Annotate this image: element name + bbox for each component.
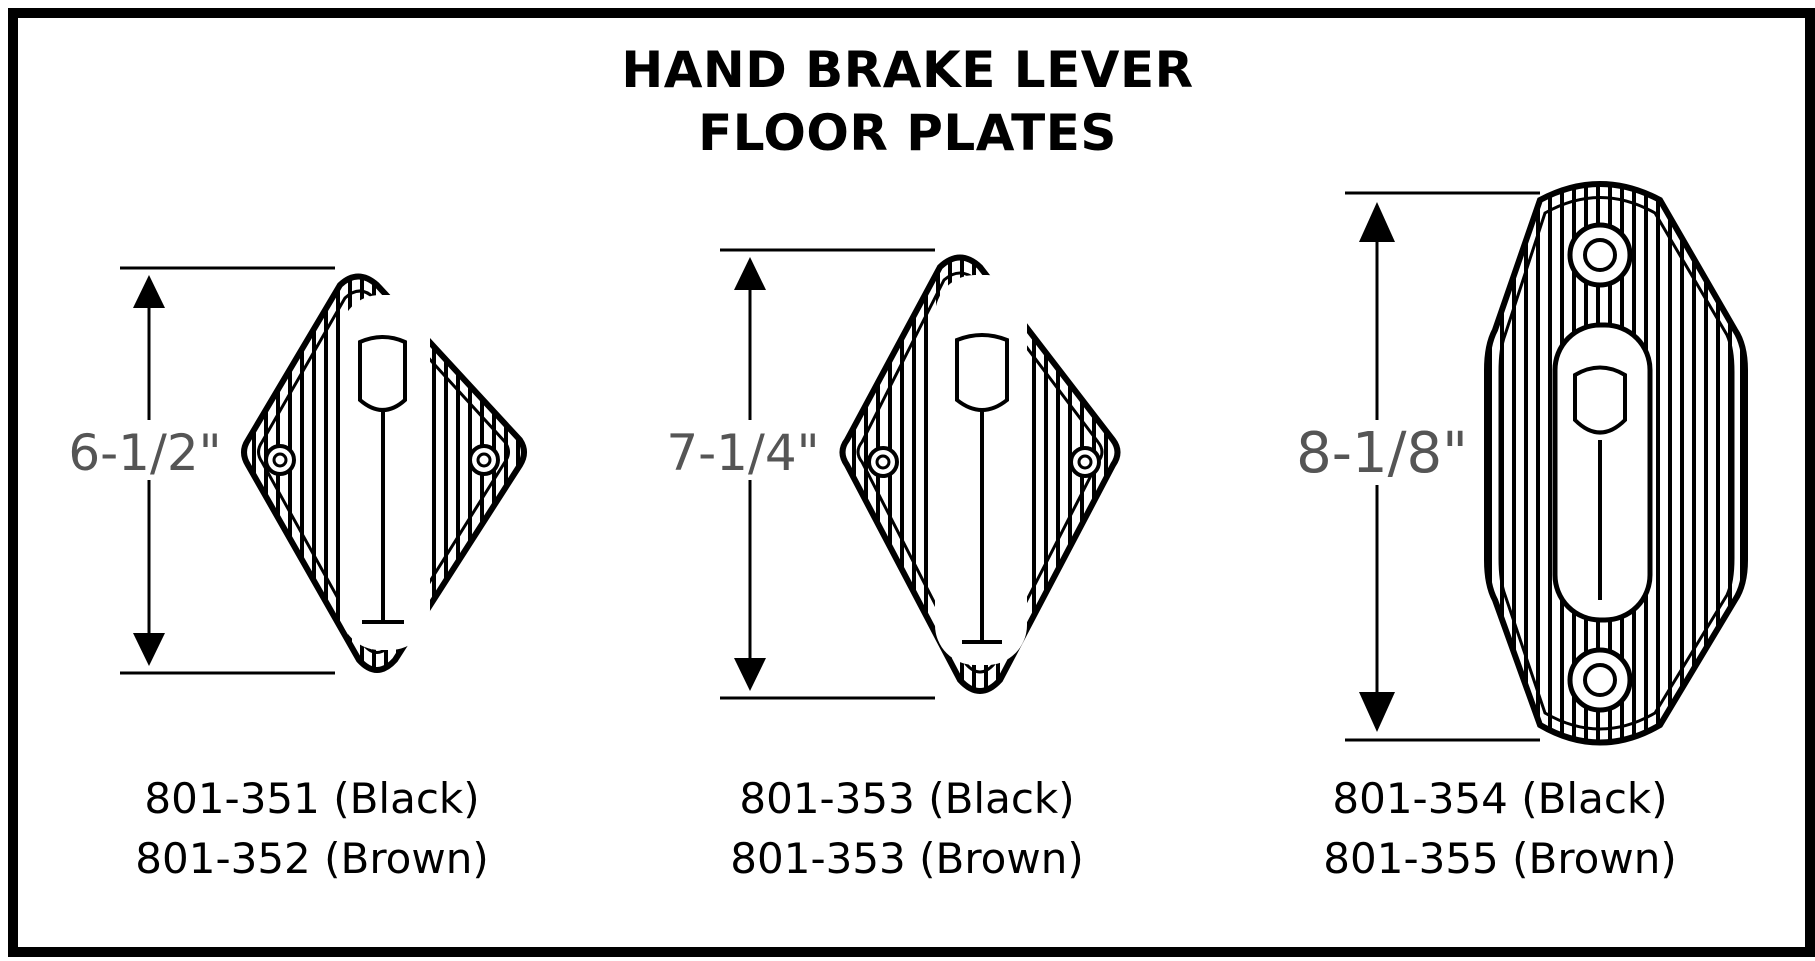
plate-1-dimension-label: 6-1/2" (68, 424, 221, 482)
plate-1-black-part-number: 801-351 (Black) (144, 774, 480, 823)
plate-1-brown-part-number: 801-352 (Brown) (135, 834, 489, 883)
plate-1-dimension-line: 6-1/2" (68, 266, 335, 675)
plate-2-dimension-label: 7-1/4" (666, 424, 819, 482)
plate-3-drawing: 8-1/8" (1290, 181, 1748, 746)
plate-3-black-part-number: 801-354 (Black) (1332, 774, 1668, 823)
plate-3-dimension-line: 8-1/8" (1290, 191, 1540, 742)
plate-3-brown-part-number: 801-355 (Brown) (1323, 834, 1677, 883)
plate-2-black-part-number: 801-353 (Black) (739, 774, 1075, 823)
plate-1-drawing: 6-1/2" (68, 266, 527, 675)
plate-2-drawing: 7-1/4" (666, 248, 1121, 700)
plate-2-dimension-line: 7-1/4" (666, 248, 935, 700)
title-line-1: HAND BRAKE LEVER (621, 41, 1194, 99)
plate-2-brown-part-number: 801-353 (Brown) (730, 834, 1084, 883)
plate-3-dimension-label: 8-1/8" (1296, 421, 1468, 486)
title-line-2: FLOOR PLATES (698, 104, 1117, 162)
